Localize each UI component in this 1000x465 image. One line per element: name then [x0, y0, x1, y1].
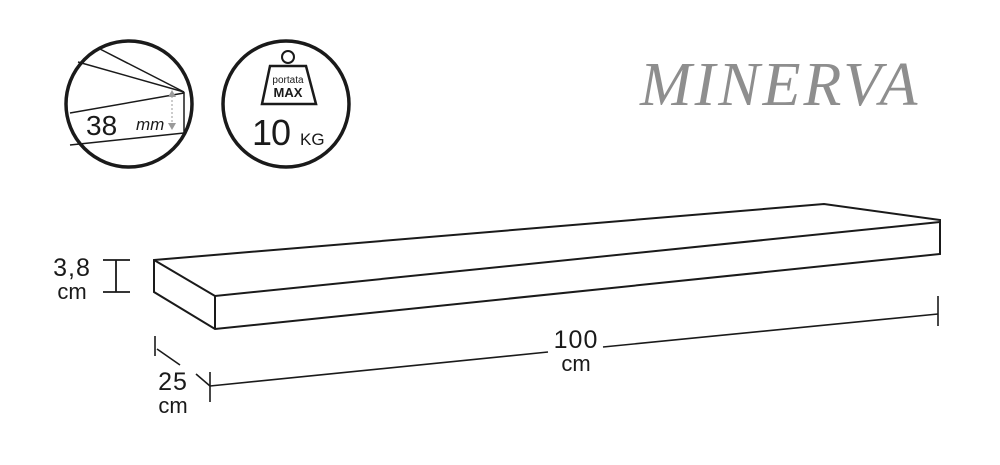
- capacity-value: 10: [252, 112, 291, 153]
- length-value: 100: [553, 326, 599, 354]
- capacity-unit: KG: [300, 130, 325, 149]
- height-dimension-line: [103, 259, 130, 293]
- capacity-label-bottom: MAX: [273, 85, 303, 100]
- height-label: 3,8 cm: [44, 256, 100, 303]
- length-unit: cm: [561, 351, 591, 376]
- depth-dimension-line: [154, 336, 211, 387]
- depth-label: 25 cm: [150, 370, 196, 417]
- height-unit: cm: [57, 279, 87, 304]
- thickness-unit: mm: [136, 115, 165, 134]
- depth-unit: cm: [158, 393, 188, 418]
- length-dimension-line: [209, 296, 939, 402]
- thickness-value: 38: [86, 110, 118, 141]
- shelf-outline: [153, 202, 941, 331]
- height-value: 3,8: [53, 254, 91, 282]
- capacity-label-top: portata: [272, 75, 304, 86]
- capacity-badge: [221, 39, 351, 169]
- weight-icon: [260, 50, 318, 106]
- brand-logo: MINERVA: [640, 51, 921, 119]
- thickness-badge: [64, 39, 194, 169]
- length-label: 100 cm: [546, 328, 606, 375]
- depth-value: 25: [158, 368, 188, 396]
- board-thickness-icon: [69, 47, 185, 146]
